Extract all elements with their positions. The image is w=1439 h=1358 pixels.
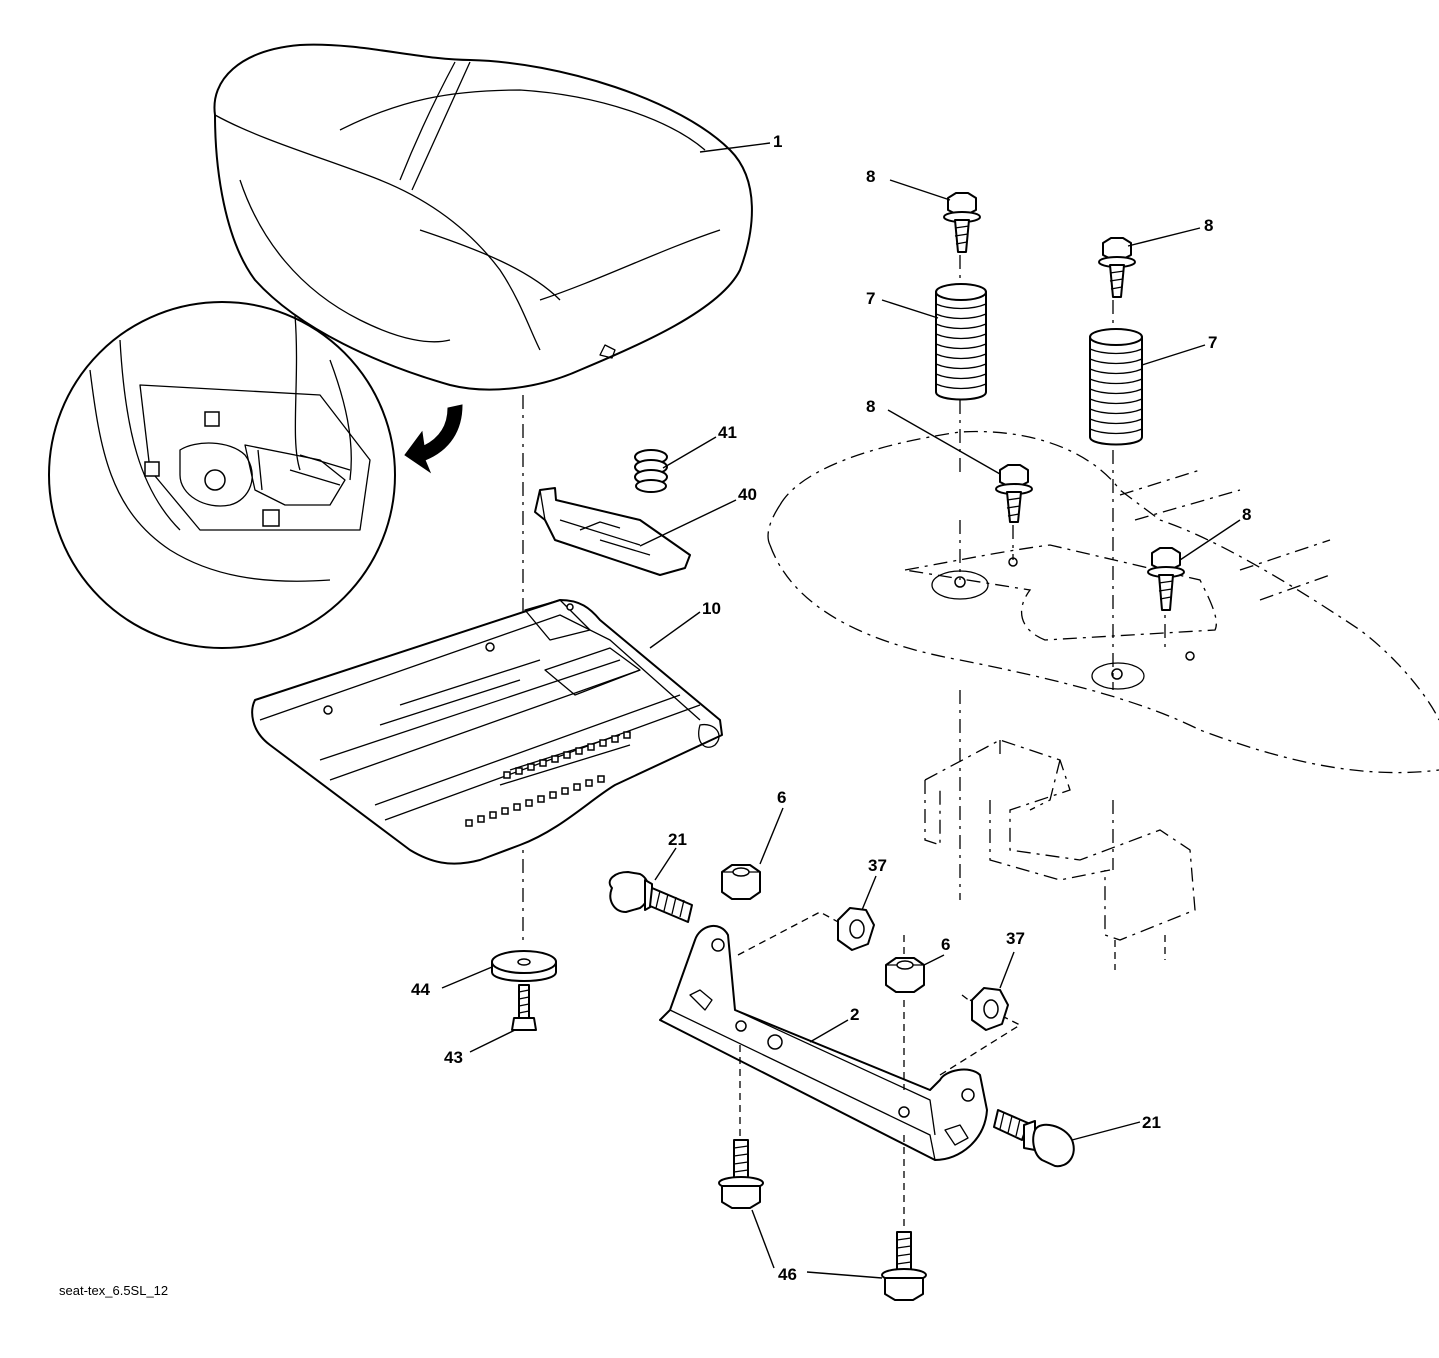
bracket-dashes	[737, 911, 1022, 1230]
screw	[511, 984, 537, 1031]
label-screw: 43	[444, 1048, 463, 1067]
latch-plate	[534, 487, 691, 576]
bolt-mid-right	[1147, 547, 1185, 611]
label-bolt-mid-right: 8	[1242, 505, 1251, 524]
label-latch-plate: 40	[738, 485, 757, 504]
frame-outline	[767, 430, 1439, 970]
bolt-46-left	[718, 1139, 764, 1209]
label-bracket: 2	[850, 1005, 859, 1024]
label-nut-6-right: 6	[941, 935, 950, 954]
label-seat: 1	[773, 132, 782, 151]
label-nut-6-left: 6	[777, 788, 786, 807]
label-washer: 44	[411, 980, 430, 999]
right-bolt-axis	[1112, 300, 1166, 870]
nut-37-right	[971, 987, 1009, 1031]
label-spring-right: 7	[1208, 333, 1217, 352]
small-spring	[634, 449, 668, 493]
label-bolt-top-left: 8	[866, 167, 875, 186]
spring-right	[1089, 328, 1143, 446]
bolt-21-left	[608, 871, 693, 923]
seat-pan	[251, 599, 723, 865]
adjust-slots	[465, 731, 631, 827]
latch-detail-inset	[48, 301, 396, 649]
bracket	[659, 925, 988, 1161]
bolt-mid-left	[995, 464, 1033, 523]
label-bolt-21-right: 21	[1142, 1113, 1161, 1132]
leader-lines	[441, 142, 1241, 1279]
spring-left	[935, 283, 987, 401]
nut-37-left	[837, 907, 875, 951]
bolt-top-left	[943, 192, 981, 253]
label-bolt-21-left: 21	[668, 830, 687, 849]
label-small-spring: 41	[718, 423, 737, 442]
nut-6-right	[885, 957, 925, 993]
label-bolt-mid-left: 8	[866, 397, 875, 416]
curved-arrow-icon	[404, 404, 463, 474]
label-bolt-top-right: 8	[1204, 216, 1213, 235]
label-seat-pan: 10	[702, 599, 721, 618]
diagram-code: seat-tex_6.5SL_12	[59, 1283, 168, 1298]
label-bolt-46: 46	[778, 1265, 797, 1284]
washer	[491, 950, 557, 982]
bolt-46-right	[881, 1231, 927, 1301]
seat	[213, 43, 753, 391]
nut-6-left	[721, 864, 761, 900]
bolt-top-right	[1098, 237, 1136, 298]
bolt-21-right	[993, 1109, 1075, 1168]
label-spring-left: 7	[866, 289, 875, 308]
label-nut-37-right: 37	[1006, 929, 1025, 948]
part-labels: 1 8 8 7 7 8 8 41 40 10 6 21 37 6 37 2 44…	[411, 132, 1251, 1284]
label-nut-37-left: 37	[868, 856, 887, 875]
